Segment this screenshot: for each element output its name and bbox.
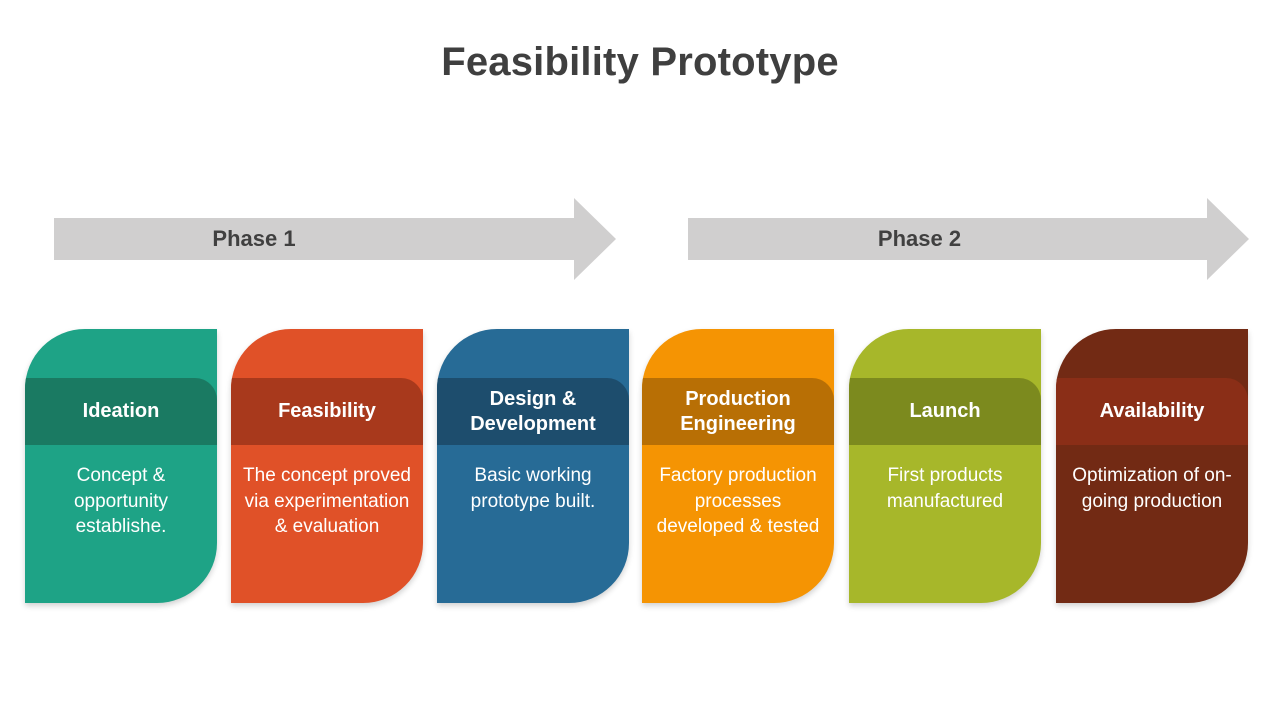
step-header: Launch <box>849 378 1041 445</box>
step-card-availability: Availability Optimization of on-going pr… <box>1056 329 1248 603</box>
step-card-production-engineering: Production Engineering Factory productio… <box>642 329 834 603</box>
phase-2-label: Phase 2 <box>877 226 962 251</box>
step-heading: Ideation <box>82 400 160 422</box>
step-heading: Launch <box>909 400 981 422</box>
page-title: Feasibility Prototype <box>441 40 839 84</box>
phase-1-arrow-shape <box>54 198 616 280</box>
step-card-launch: Launch First products manufactured <box>849 329 1041 603</box>
phase-1-arrow: Phase 1 <box>54 198 616 280</box>
phase-2-arrow: Phase 2 <box>688 198 1249 280</box>
step-card-feasibility: Feasibility The concept proved via exper… <box>231 329 423 603</box>
step-header: Availability <box>1056 378 1248 445</box>
phase-2-arrow-shape <box>688 198 1249 280</box>
step-header: Production Engineering <box>642 378 834 445</box>
step-description: Optimization of on-going production <box>1072 465 1232 512</box>
step-card-ideation: Ideation Concept & opportunity establish… <box>25 329 217 603</box>
step-heading: Production Engineering <box>680 387 796 435</box>
step-description: Concept & opportunity establishe. <box>73 465 168 537</box>
step-description: Basic working prototype built. <box>470 465 596 512</box>
step-description: Factory production processes developed &… <box>656 465 820 537</box>
step-heading: Design & Development <box>470 387 596 435</box>
step-header: Ideation <box>25 378 217 445</box>
step-description: First products manufactured <box>886 465 1004 512</box>
phase-1-label: Phase 1 <box>212 226 296 251</box>
step-heading: Feasibility <box>278 400 376 422</box>
step-description: The concept proved via experimentation &… <box>243 465 411 537</box>
step-header: Feasibility <box>231 378 423 445</box>
step-heading: Availability <box>1099 400 1205 422</box>
step-header: Design & Development <box>437 378 629 445</box>
step-card-design-development: Design & Development Basic working proto… <box>437 329 629 603</box>
